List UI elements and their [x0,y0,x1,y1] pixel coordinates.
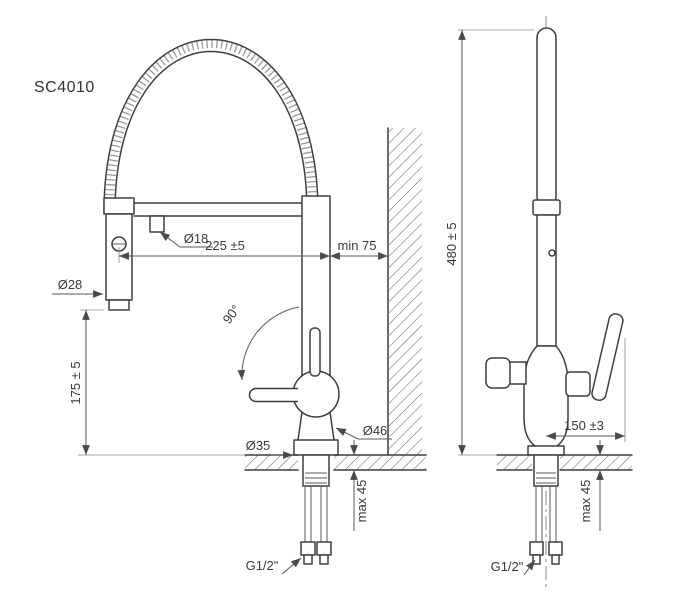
side-riser-tube [536,27,557,207]
wall-hatch [389,128,422,455]
dim-max-thickness-side-label: max 45 [578,480,593,523]
faucet-column [248,195,340,456]
dim-max-thickness-front-label: max 45 [354,480,369,523]
column-cone-left [297,411,303,441]
dim-outlet-diameter-label: Ø18 [184,231,209,246]
side-main-body [523,345,569,451]
dim-leader-thread-side [523,559,536,576]
side-hose-connector-2 [548,541,563,556]
spray-head-collar [103,197,135,215]
hose-arc [103,38,319,213]
side-hose-connector-2-tip [551,554,560,565]
hose-connector-2 [316,541,332,556]
dim-min-wall-label: min 75 [337,238,376,253]
dim-leader-outlet [159,231,213,248]
column-pipe [301,195,331,378]
side-view: 480 ± 5 150 ±3 max 45 G1/2" [444,16,633,588]
support-bar [133,202,303,233]
supply-hoses-side [529,454,563,565]
side-collar [532,199,561,216]
side-dimensions: 480 ± 5 150 ±3 max 45 G1/2" [444,29,626,576]
mounting-shank-front [302,454,330,487]
side-handle-boss [565,371,591,397]
front-dimensions: Ø18 225 ±5 min 75 Ø28 90° 175 ± 5 Ø46 Ø [52,231,392,575]
hose-inner-curve [114,51,308,213]
dim-body-diameter-label: Ø46 [363,423,388,438]
dim-head-diameter-label: Ø28 [58,277,83,292]
dim-leader-body-diameter [335,427,392,440]
front-view: SC4010 [34,38,427,575]
dim-thread-front-label: G1/2" [246,558,279,573]
hose-outer-curve [103,38,319,213]
dim-hole-diameter-label: Ø35 [246,438,271,453]
handle-rotated-ghost [248,387,298,403]
hose-connector-1 [300,541,316,556]
dim-total-height-label: 480 ± 5 [444,222,459,265]
mounting-shank-side [533,454,559,487]
hose-coil-texture [105,39,317,211]
ball-joint [292,370,340,418]
side-handle-lever-shape [591,313,624,401]
outlet-stub [149,215,165,233]
model-label: SC4010 [34,79,95,96]
countertop-side-hatch-left [497,455,532,470]
side-set-screw [548,249,556,257]
countertop-hatch-right [334,455,426,470]
countertop-side [496,454,633,471]
countertop-front [244,454,427,471]
spray-head-nozzle [108,299,130,311]
column-cone-right [329,411,335,441]
hose-connector-1-tip [303,554,313,565]
hose-connector-2-tip [319,554,329,565]
side-riser-lower [536,214,557,347]
rotation-arc [237,306,300,381]
supply-hoses-front [300,454,332,565]
side-diverter-knob [485,357,511,389]
dim-leader-thread-front [281,557,302,575]
side-handle-lever [591,313,624,401]
dim-depth-label: 150 ±3 [564,418,604,433]
base-flange-front [293,439,339,456]
countertop-side-hatch-right [560,455,632,470]
dim-reach-label: 225 ±5 [205,238,245,253]
countertop-hatch-left [245,455,298,470]
side-hose-connector-1-tip [532,554,541,565]
side-hose-connector-1 [529,541,544,556]
side-base-flange [527,445,565,456]
dim-thread-side-label: G1/2" [491,559,524,574]
dim-head-height-label: 175 ± 5 [68,361,83,404]
handle-lever-front [309,327,321,377]
faucet-side-body [485,27,624,456]
dim-rotation-angle-label: 90° [219,302,243,327]
